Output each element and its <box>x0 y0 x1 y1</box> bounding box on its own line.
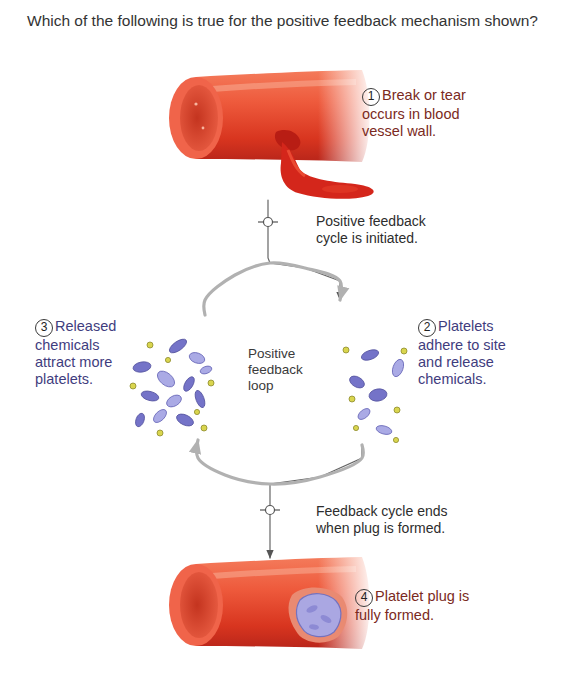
chemical-dot <box>349 396 355 402</box>
callout-number: 2 <box>418 319 436 337</box>
step-callout: 3Released chemicals attract more platele… <box>35 318 133 388</box>
chemical-dot <box>394 407 400 413</box>
blood-pool <box>281 142 374 199</box>
chemical-dot <box>208 380 214 386</box>
loop-arrow <box>197 440 363 484</box>
platelet <box>319 613 332 624</box>
connector-label: Feedback cycle ends when plug is formed. <box>316 503 468 537</box>
platelet <box>375 424 393 436</box>
platelet <box>193 389 207 409</box>
chemical-dot <box>165 357 170 362</box>
junction-symbol <box>260 506 280 515</box>
platelet-cluster <box>130 337 214 436</box>
platelet <box>368 388 388 403</box>
platelet <box>134 412 146 428</box>
platelet <box>182 375 197 393</box>
step-description: Platelets adhere to site and release che… <box>418 318 506 387</box>
platelet <box>348 374 367 391</box>
platelet <box>188 351 206 366</box>
chemical-dot <box>353 425 358 430</box>
speckle <box>202 127 205 130</box>
chemical-dot <box>157 430 163 436</box>
plugged-vessel <box>169 551 374 655</box>
platelet-cluster <box>343 347 407 443</box>
step-region: 2Platelets adhere to site and release ch… <box>340 300 520 445</box>
connector-label: Positive feedback cycle is initiated. <box>316 213 444 247</box>
chemical-dot <box>130 383 136 389</box>
platelet <box>165 393 184 410</box>
step-region: 4Platelet plug is fully formed. <box>165 558 500 670</box>
wound-site <box>289 588 348 643</box>
platelet <box>390 358 406 378</box>
vessel-lumen <box>180 572 218 638</box>
platelet <box>199 365 213 376</box>
platelet <box>140 389 160 402</box>
vessel-opening <box>169 77 223 159</box>
platelet <box>154 368 177 390</box>
blood-sheen <box>322 185 358 193</box>
step-description: Break or tear occurs in blood vessel wal… <box>362 87 466 139</box>
speckle <box>194 102 197 105</box>
step-callout: 1Break or tear occurs in blood vessel wa… <box>362 87 486 140</box>
step-region: 1Break or tear occurs in blood vessel wa… <box>165 75 500 200</box>
platelet <box>132 361 151 374</box>
step-callout: 4Platelet plug is fully formed. <box>355 588 487 624</box>
step-region: 3Released chemicals attract more platele… <box>33 315 215 440</box>
platelet-plug <box>296 594 340 637</box>
chemical-dot <box>147 342 153 348</box>
junction-symbol <box>258 218 278 227</box>
chemical-dot <box>201 425 207 431</box>
chemical-dot <box>194 409 199 414</box>
callout-number: 1 <box>362 88 380 106</box>
vessel-opening <box>169 564 223 646</box>
callout-number: 3 <box>35 319 53 337</box>
platelet <box>175 412 196 429</box>
platelet <box>309 624 320 631</box>
platelet <box>167 337 189 356</box>
junction-ring <box>264 218 273 227</box>
blood-stream <box>288 150 305 176</box>
loop-arrow <box>204 263 342 315</box>
chemical-dot <box>343 347 349 353</box>
vessel-lumen <box>180 85 218 151</box>
junction-ring <box>266 506 275 515</box>
platelet <box>151 407 169 425</box>
platelet <box>360 348 380 363</box>
callout-number: 4 <box>355 589 373 607</box>
loop-label: Positive feedback loop <box>248 346 312 394</box>
platelet <box>305 604 318 615</box>
platelet <box>356 406 372 421</box>
chemical-dot <box>401 348 407 354</box>
torn-vessel <box>169 64 374 199</box>
tear <box>275 130 300 150</box>
step-callout: 2Platelets adhere to site and release ch… <box>418 318 522 388</box>
flow-arrow <box>270 445 362 558</box>
question-title: Which of the following is true for the p… <box>27 11 572 30</box>
chemical-dot <box>393 437 398 442</box>
